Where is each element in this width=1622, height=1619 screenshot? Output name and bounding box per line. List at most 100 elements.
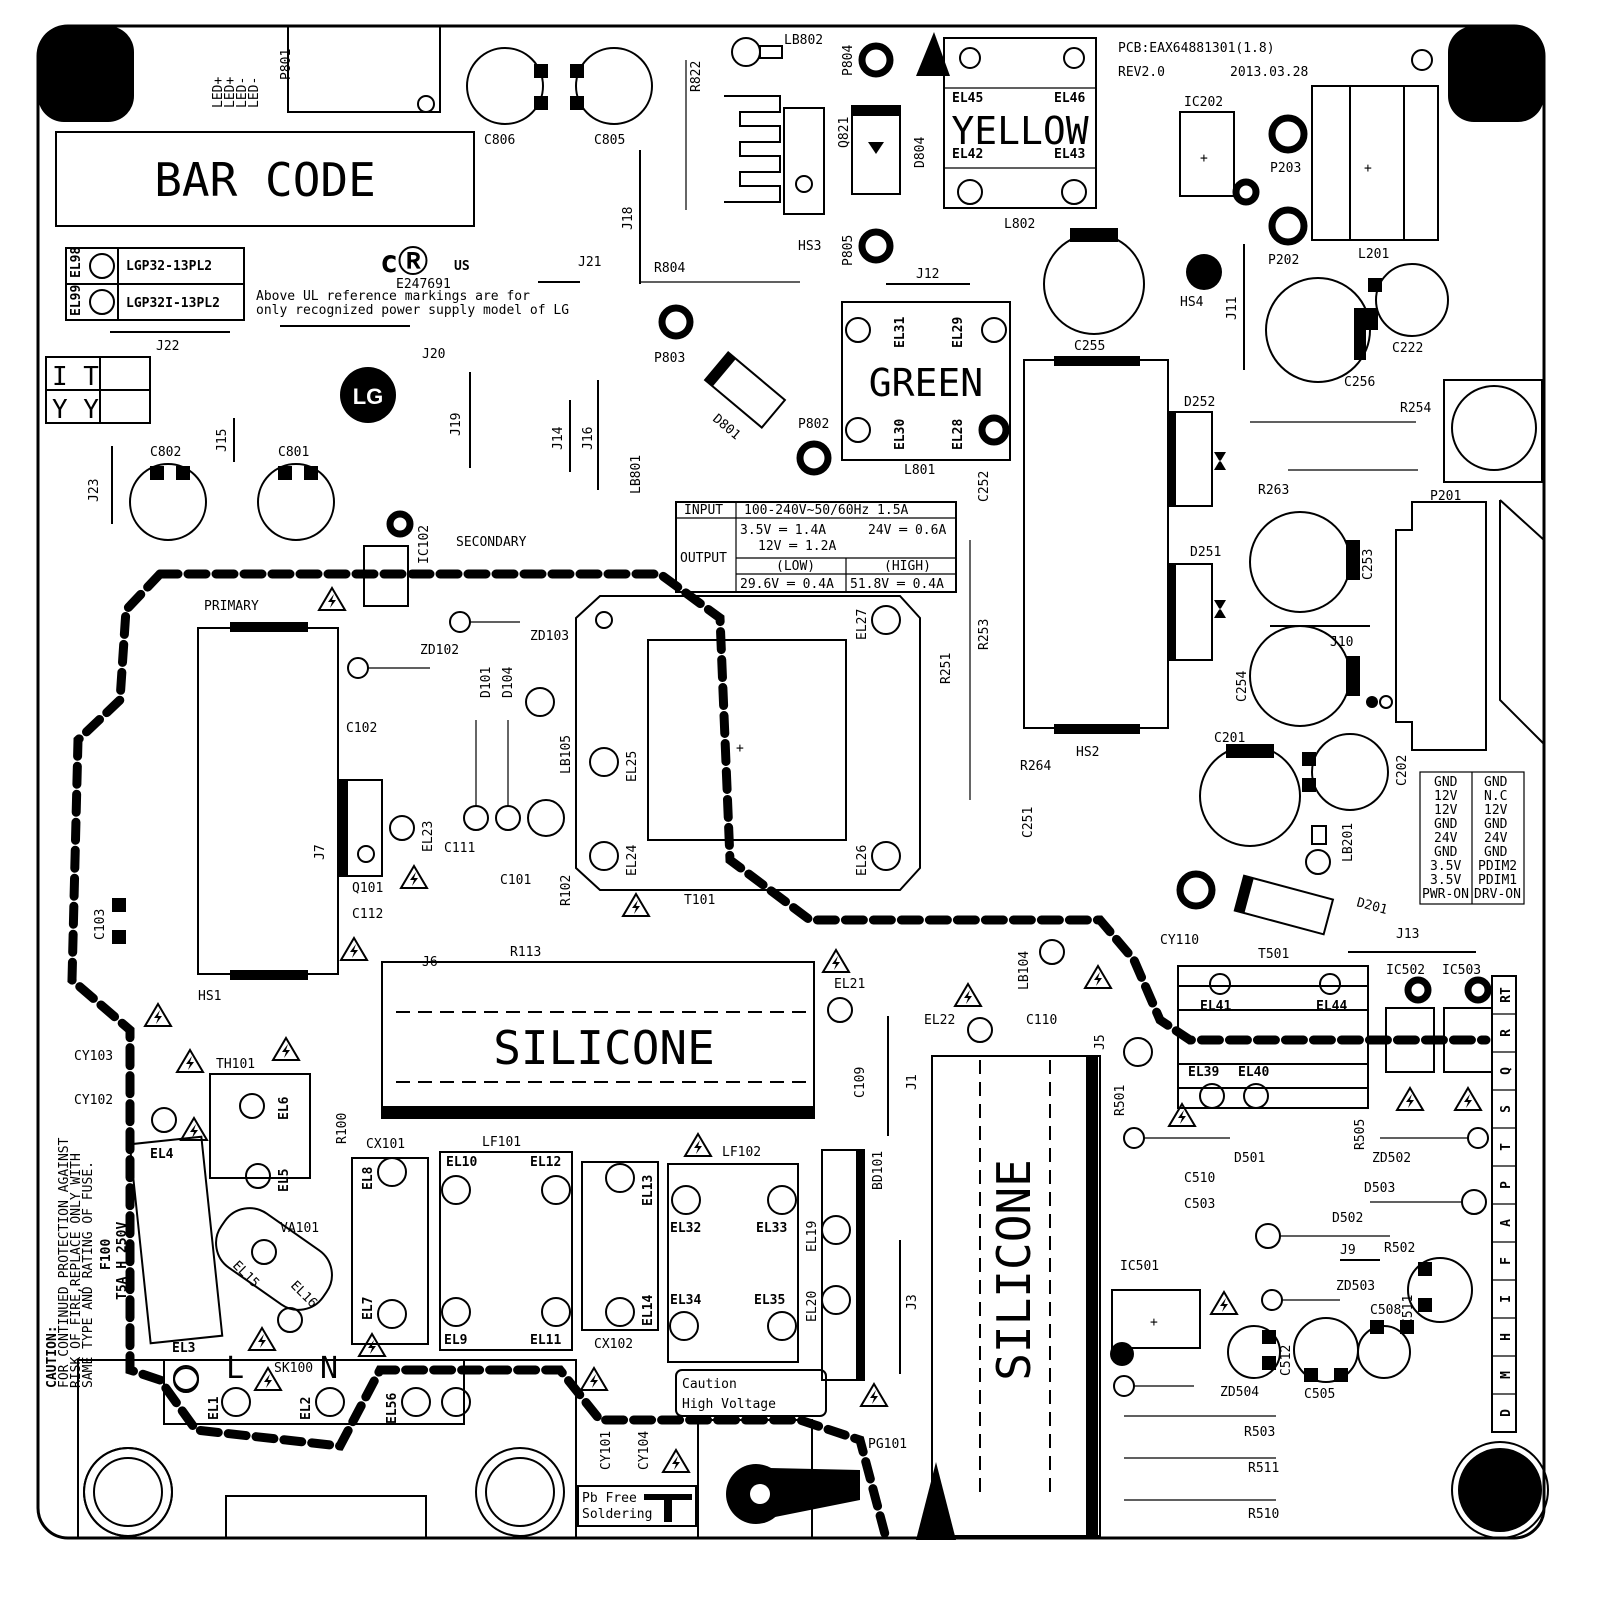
svg-text:D251: D251: [1190, 545, 1221, 560]
svg-text:EL44: EL44: [1316, 999, 1347, 1014]
svg-text:R102: R102: [559, 875, 574, 906]
lg-logo-icon: [340, 367, 396, 423]
edge-connector-letter: D: [1499, 1409, 1514, 1417]
svg-text:J3: J3: [905, 1294, 920, 1310]
edge-connector-letter: R: [1499, 1029, 1514, 1037]
pcb-date: 2013.03.28: [1230, 65, 1308, 80]
svg-text:12V: 12V: [1484, 803, 1508, 818]
svg-text:D503: D503: [1364, 1181, 1395, 1196]
svg-text:PWR-ON: PWR-ON: [1422, 887, 1469, 902]
svg-text:R264: R264: [1020, 759, 1051, 774]
svg-text:51.8V ═ 0.4A: 51.8V ═ 0.4A: [850, 577, 944, 592]
svg-text:R510: R510: [1248, 1507, 1279, 1522]
svg-text:C112: C112: [352, 907, 383, 922]
svg-text:EL35: EL35: [754, 1293, 785, 1308]
svg-text:F100: F100: [99, 1239, 114, 1270]
silicone-label-horizontal: SILICONE: [493, 1021, 715, 1075]
svg-text:EL11: EL11: [530, 1333, 561, 1348]
bar-code-box: [55, 131, 475, 227]
hazard-warning-icon: [859, 1382, 889, 1407]
svg-text:RISK OF FIRE,REPLACE ONLY WITH: RISK OF FIRE,REPLACE ONLY WITH: [69, 1153, 84, 1388]
svg-text:EL34: EL34: [670, 1293, 701, 1308]
svg-text:L801: L801: [904, 463, 935, 478]
svg-text:R253: R253: [977, 619, 992, 650]
svg-text:OUTPUT: OUTPUT: [680, 551, 727, 566]
svg-text:BD101: BD101: [871, 1151, 886, 1190]
svg-text:CY104: CY104: [637, 1431, 652, 1470]
svg-text:EL56: EL56: [385, 1393, 400, 1424]
svg-text:C505: C505: [1304, 1387, 1335, 1402]
mounting-hole-tr: [1448, 26, 1544, 122]
hazard-warning-icon: [339, 936, 369, 961]
ref-C805: C805: [594, 133, 625, 148]
svg-text:GND: GND: [1434, 817, 1458, 832]
svg-text:3.5V: 3.5V: [1430, 873, 1461, 888]
svg-text:T501: T501: [1258, 947, 1289, 962]
svg-text:C109: C109: [853, 1067, 868, 1098]
svg-text:R501: R501: [1113, 1085, 1128, 1116]
svg-text:R254: R254: [1400, 401, 1431, 416]
svg-text:EL46: EL46: [1054, 91, 1085, 106]
svg-text:LED-: LED-: [235, 77, 250, 108]
hazard-warning-icon: [821, 948, 851, 973]
svg-text:C512: C512: [1279, 1345, 1294, 1376]
svg-text:IC202: IC202: [1184, 95, 1223, 110]
svg-text:IC501: IC501: [1120, 1259, 1159, 1274]
svg-text:HS2: HS2: [1076, 745, 1099, 760]
svg-text:R503: R503: [1244, 1425, 1275, 1440]
svg-text:LED+: LED+: [211, 77, 226, 108]
svg-text:EL20: EL20: [805, 1291, 820, 1322]
svg-text:J12: J12: [916, 267, 939, 282]
svg-text:C802: C802: [150, 445, 181, 460]
svg-text:C503: C503: [1184, 1197, 1215, 1212]
svg-text:LB105: LB105: [559, 735, 574, 774]
terminal-N: N: [320, 1351, 338, 1386]
svg-text:L802: L802: [1004, 217, 1035, 232]
svg-text:LB802: LB802: [784, 33, 823, 48]
svg-text:J23: J23: [87, 479, 102, 502]
svg-text:3.5V: 3.5V: [1430, 859, 1461, 874]
edge-connector-letter: RT: [1499, 987, 1514, 1003]
svg-text:LG: LG: [353, 384, 384, 409]
svg-text:ZD504: ZD504: [1220, 1385, 1259, 1400]
svg-text:GND: GND: [1434, 775, 1458, 790]
svg-text:C510: C510: [1184, 1171, 1215, 1186]
tape-green-label: GREEN: [869, 361, 983, 405]
svg-text:EL30: EL30: [893, 419, 908, 450]
zone-secondary: SECONDARY: [456, 535, 527, 550]
svg-text:D502: D502: [1332, 1211, 1363, 1226]
svg-text:J9: J9: [1340, 1243, 1356, 1258]
svg-text:Q101: Q101: [352, 881, 383, 896]
ic501: [1111, 1289, 1201, 1349]
svg-text:J1: J1: [905, 1074, 920, 1090]
svg-text:ZD502: ZD502: [1372, 1151, 1411, 1166]
svg-text:EL29: EL29: [951, 317, 966, 348]
svg-text:FOR CONTINUED PROTECTION AGAIN: FOR CONTINUED PROTECTION AGAINST: [57, 1137, 72, 1388]
svg-text:EL27: EL27: [855, 609, 870, 640]
silicone-area-vertical: [931, 1055, 1101, 1537]
svg-text:PG101: PG101: [868, 1437, 907, 1452]
hazard-warning-icon: [579, 1366, 609, 1391]
zone-primary: PRIMARY: [204, 599, 259, 614]
ref-C806: C806: [484, 133, 515, 148]
svg-text:LB104: LB104: [1017, 951, 1032, 990]
ul-note: Above UL reference markings are for: [256, 289, 530, 304]
svg-text:SAME TYPE AND RATING OF FUSE.: SAME TYPE AND RATING OF FUSE.: [81, 1161, 96, 1388]
svg-text:100-240V~50/60Hz 1.5A: 100-240V~50/60Hz 1.5A: [744, 503, 909, 518]
svg-text:Caution: Caution: [682, 1377, 737, 1392]
svg-text:24V: 24V: [1484, 831, 1508, 846]
svg-text:J15: J15: [215, 429, 230, 452]
connector-pinout-table: [1419, 771, 1525, 905]
edge-connector-letter: I: [1499, 1295, 1514, 1303]
svg-text:12V ═ 1.2A: 12V ═ 1.2A: [758, 539, 836, 554]
edge-connector-letter: T: [1499, 1143, 1514, 1151]
hazard-warning-icon: [1083, 964, 1113, 989]
svg-text:C201: C201: [1214, 731, 1245, 746]
svg-text:DRV-ON: DRV-ON: [1474, 887, 1521, 902]
tape-yellow-box: [943, 37, 1097, 209]
svg-text:ZD102: ZD102: [420, 643, 459, 658]
hazard-warning-icon: [253, 1366, 283, 1391]
hazard-warning-icon: [621, 892, 651, 917]
svg-text:GND: GND: [1434, 845, 1458, 860]
svg-text:EL40: EL40: [1238, 1065, 1269, 1080]
